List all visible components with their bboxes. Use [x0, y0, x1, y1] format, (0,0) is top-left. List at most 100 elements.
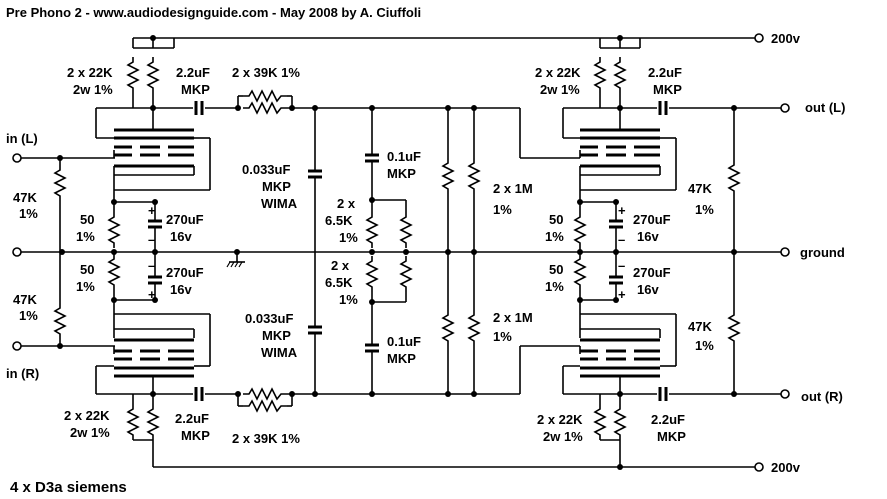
stage1-left-bottom — [95, 252, 315, 441]
cath-cap-left-top-volt: 16v — [170, 229, 192, 244]
cath-cap-left-top-minus: – — [148, 232, 155, 247]
cath-cap-left-top-value: 270uF — [166, 212, 204, 227]
stage2-right-bottom — [562, 252, 790, 441]
cath-cap-right-top-minus: – — [618, 232, 625, 247]
grid-leak-bottom-tol: 1% — [493, 329, 512, 344]
cath-res-right-bottom-tol: 1% — [545, 279, 564, 294]
grid-res-left-label-value: 47K — [13, 190, 37, 205]
plate-res-right-bottom-value: 2 x 22K — [537, 412, 583, 427]
cath-cap-right-top-plus: + — [618, 203, 626, 218]
input-right — [12, 252, 115, 351]
plate-res-right-top-tol: 2w 1% — [540, 82, 580, 97]
riaa-cap2-top-type: MKP — [387, 166, 416, 181]
riaa-res-bottom-value: 6.5K — [325, 275, 353, 290]
cath-cap-right-top-value: 270uF — [633, 212, 671, 227]
cath-res-left-bottom-tol: 1% — [76, 279, 95, 294]
plate-res-left-bottom-value: 2 x 22K — [64, 408, 110, 423]
supply-bottom-terminal — [754, 462, 764, 472]
tube-right-top-icon — [578, 128, 662, 168]
riaa-res-bottom-count: 2 x — [331, 258, 350, 273]
out-res-top-tol: 1% — [695, 202, 714, 217]
tube-left-bottom-icon — [112, 338, 196, 378]
in-left-terminal — [12, 153, 22, 163]
out-res-bottom-value: 47K — [688, 319, 712, 334]
cath-res-right-top-tol: 1% — [545, 229, 564, 244]
riaa-network — [306, 105, 580, 397]
diagram-title: Pre Phono 2 - www.audiodesignguide.com -… — [6, 5, 421, 20]
out-left-terminal — [780, 103, 790, 113]
cath-cap-left-bottom-volt: 16v — [170, 282, 192, 297]
grid-res-right-label-value: 47K — [13, 292, 37, 307]
riaa-cap1-bottom-type: MKP — [262, 328, 291, 343]
in-left-label: in (L) — [6, 131, 38, 146]
out-right-terminal — [780, 389, 790, 399]
plate-res-right-bottom-tol: 2w 1% — [543, 429, 583, 444]
grid-leak-top-tol: 1% — [493, 202, 512, 217]
cath-cap-left-bottom-value: 270uF — [166, 265, 204, 280]
coupling-cap-right-bottom-value: 2.2uF — [651, 412, 685, 427]
riaa-cap1-bottom-value: 0.033uF — [245, 311, 293, 326]
stage2-right-top — [562, 56, 790, 252]
coupling-cap-left-top-value: 2.2uF — [176, 65, 210, 80]
out-res-bottom-tol: 1% — [695, 338, 714, 353]
riaa-cap1-bottom-brand: WIMA — [261, 345, 298, 360]
supply-top-label: 200v — [771, 31, 801, 46]
riaa-cap2-top-value: 0.1uF — [387, 149, 421, 164]
ground-label: ground — [800, 245, 845, 260]
out-left-label: out (L) — [805, 100, 845, 115]
riaa-cap2-bottom-type: MKP — [387, 351, 416, 366]
plate-res-left-bottom-tol: 2w 1% — [70, 425, 110, 440]
riaa-res-top-count: 2 x — [337, 196, 356, 211]
plate-res-left-top-value: 2 x 22K — [67, 65, 113, 80]
tube-right-bottom-icon — [578, 338, 662, 378]
cath-cap-right-bottom-value: 270uF — [633, 265, 671, 280]
cath-cap-right-top-volt: 16v — [637, 229, 659, 244]
coupling-cap-left-bottom-value: 2.2uF — [175, 411, 209, 426]
ground-left-terminal — [12, 247, 22, 257]
riaa-cap2-bottom-value: 0.1uF — [387, 334, 421, 349]
coupling-cap-left-top-type: MKP — [181, 82, 210, 97]
coupling-cap-right-top-value: 2.2uF — [648, 65, 682, 80]
tube-type-footer: 4 x D3a siemens — [10, 479, 127, 496]
riaa-res-top-value: 6.5K — [325, 213, 353, 228]
out-res-top-value: 47K — [688, 181, 712, 196]
riaa-res-bottom-tol: 1% — [339, 292, 358, 307]
series-res-bottom-label: 2 x 39K 1% — [232, 431, 300, 446]
input-left — [12, 153, 115, 252]
cath-res-left-top-tol: 1% — [76, 229, 95, 244]
stage1-left-top — [95, 56, 315, 252]
cath-res-left-top-value: 50 — [80, 212, 94, 227]
coupling-cap-left-bottom-type: MKP — [181, 428, 210, 443]
cath-res-right-bottom-value: 50 — [549, 262, 563, 277]
riaa-cap1-top-value: 0.033uF — [242, 162, 290, 177]
plate-res-right-top-value: 2 x 22K — [535, 65, 581, 80]
cath-cap-left-bottom-minus: – — [148, 258, 155, 273]
chassis-ground-icon — [226, 261, 246, 268]
grid-res-right-label-tol: 1% — [19, 308, 38, 323]
in-right-label: in (R) — [6, 366, 39, 381]
grid-leak-bottom-value: 2 x 1M — [493, 310, 533, 325]
tube-left-top-icon — [112, 128, 196, 168]
in-right-terminal — [12, 341, 22, 351]
cath-cap-left-bottom-plus: + — [148, 287, 156, 302]
supply-rail-bottom — [152, 440, 764, 472]
riaa-cap1-top-brand: WIMA — [261, 196, 298, 211]
cath-cap-left-top-plus: + — [148, 203, 156, 218]
cath-cap-right-bottom-plus: + — [618, 287, 626, 302]
riaa-cap1-top-type: MKP — [262, 179, 291, 194]
coupling-cap-right-bottom-type: MKP — [657, 429, 686, 444]
grid-leak-top-value: 2 x 1M — [493, 181, 533, 196]
out-right-label: out (R) — [801, 389, 843, 404]
riaa-res-top-tol: 1% — [339, 230, 358, 245]
coupling-cap-right-top-type: MKP — [653, 82, 682, 97]
cath-res-right-top-value: 50 — [549, 212, 563, 227]
plate-res-left-top-tol: 2w 1% — [73, 82, 113, 97]
grid-res-left-label-tol: 1% — [19, 206, 38, 221]
ground-right-terminal — [780, 247, 790, 257]
supply-rail-top — [132, 33, 764, 49]
series-res-top-label: 2 x 39K 1% — [232, 65, 300, 80]
supply-bottom-label: 200v — [771, 460, 801, 475]
supply-top-terminal — [754, 33, 764, 43]
cath-cap-right-bottom-volt: 16v — [637, 282, 659, 297]
